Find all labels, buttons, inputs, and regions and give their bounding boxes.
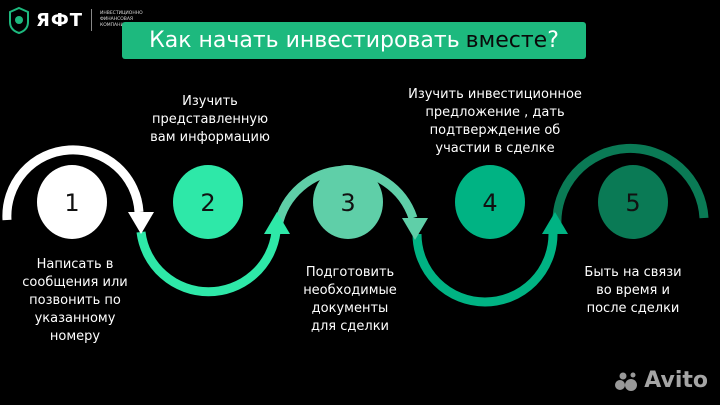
caption-line: Подготовить <box>305 265 395 280</box>
caption-line: участии в сделке <box>435 141 555 156</box>
step-1-number: 1 <box>64 189 79 217</box>
company-logo: ЯФТ ИНВЕСТИЦИОННО ФИНАНСОВАЯ КОМПАНИЯ <box>6 6 143 34</box>
logo-divider <box>91 9 92 31</box>
caption-line: Изучить <box>182 94 238 109</box>
caption-line: вам информацию <box>150 130 270 145</box>
caption-line: после сделки <box>586 301 680 316</box>
logo-subtitle: ИНВЕСТИЦИОННО ФИНАНСОВАЯ КОМПАНИЯ <box>100 11 143 29</box>
caption-line: номеру <box>49 329 101 344</box>
caption-line: для сделки <box>311 319 389 334</box>
step-2-circle <box>173 165 243 239</box>
step-3-caption: Подготовить необходимые документы для сделк… <box>280 264 420 336</box>
caption-line: документы <box>311 301 389 316</box>
step-3-number: 3 <box>340 189 355 217</box>
page-title: Как начать инвестировать вместе? <box>122 22 586 59</box>
logo-subtitle-line: ФИНАНСОВАЯ <box>100 17 134 22</box>
arc-step-5 <box>552 143 709 227</box>
arc-step-4 <box>412 233 558 307</box>
step-1-circle <box>37 165 107 239</box>
logo-subtitle-line: ИНВЕСТИЦИОННО <box>100 11 143 16</box>
caption-line: Написать в <box>36 257 114 272</box>
step-3-circle <box>313 165 383 239</box>
logo-subtitle-line: КОМПАНИЯ <box>100 23 127 28</box>
step-5-caption: Быть на связи во время и после сделки <box>563 264 703 318</box>
caption-line: необходимые <box>303 283 397 298</box>
step-5-circle <box>598 165 668 239</box>
arc-step-2 <box>136 231 281 297</box>
avito-logo-icon <box>615 372 638 391</box>
avito-watermark: Avito <box>614 368 708 393</box>
caption-line: предложение , дать <box>425 105 565 120</box>
caption-line: подтверждение об <box>429 123 561 138</box>
arrow-down-icon <box>402 218 428 240</box>
caption-line: во время и <box>596 283 670 298</box>
arc-step-1 <box>2 145 144 221</box>
caption-line: сообщения или <box>22 275 128 290</box>
step-1-caption: Написать в сообщения или позвонить по указа… <box>10 256 140 346</box>
title-punct: ? <box>547 28 559 53</box>
caption-line: Быть на связи <box>584 265 682 280</box>
step-4-number: 4 <box>482 189 497 217</box>
step-4-circle <box>455 165 525 239</box>
arrow-up-icon <box>542 212 568 234</box>
crest-icon <box>9 6 29 34</box>
step-2-number: 2 <box>200 189 215 217</box>
caption-line: указанному <box>34 311 116 326</box>
title-main: Как начать инвестировать <box>149 28 460 53</box>
arrow-up-icon <box>264 212 290 234</box>
logo-name: ЯФТ <box>36 9 83 31</box>
step-2-caption: Изучить представленную вам информацию <box>130 93 290 147</box>
title-accent: вместе <box>465 28 548 53</box>
step-4-caption: Изучить инвестиционное предложение , дать… <box>395 86 595 158</box>
caption-line: позвонить по <box>29 293 121 308</box>
caption-line: Изучить инвестиционное <box>408 87 582 102</box>
arrow-down-icon <box>128 212 154 234</box>
avito-text: Avito <box>644 368 708 393</box>
caption-line: представленную <box>151 112 269 127</box>
step-5-number: 5 <box>625 189 640 217</box>
